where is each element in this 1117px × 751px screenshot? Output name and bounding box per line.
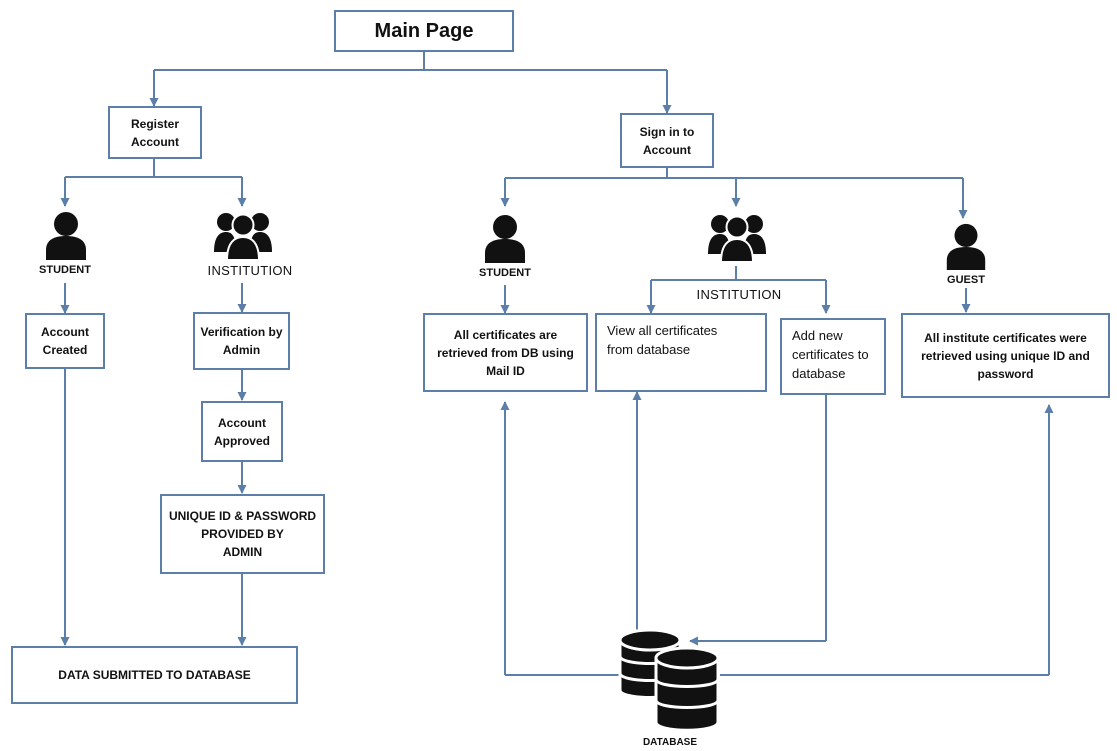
view-certificates-node: View all certificates from database [595, 313, 767, 392]
guest-certificates-node: All institute certificates were retrieve… [901, 313, 1110, 398]
institution-right-group-icon [708, 215, 766, 262]
account-approved-node: Account Approved [201, 401, 283, 462]
student-left-person-icon [46, 212, 86, 260]
guest-label: GUEST [947, 274, 985, 286]
institution-right-label: INSTITUTION [696, 287, 782, 302]
institution-left-label: INSTITUTION [207, 263, 293, 278]
add-certificates-node: Add new certificates to database [780, 318, 886, 395]
main-page-node: Main Page [334, 10, 514, 52]
verification-node: Verification by Admin [193, 312, 290, 370]
database-label: DATABASE [642, 737, 698, 748]
institution-left-group-icon [214, 213, 272, 260]
unique-id-node: UNIQUE ID & PASSWORD PROVIDED BY ADMIN [160, 494, 325, 574]
database-icon [618, 628, 720, 732]
sign-in-node: Sign in to Account [620, 113, 714, 168]
data-submitted-node: DATA SUBMITTED TO DATABASE [11, 646, 298, 704]
student-left-label: STUDENT [39, 264, 91, 276]
student-certificates-node: All certificates are retrieved from DB u… [423, 313, 588, 392]
student-right-label: STUDENT [479, 267, 531, 279]
register-account-node: Register Account [108, 106, 202, 159]
guest-person-icon [946, 223, 986, 270]
student-right-person-icon [485, 215, 525, 263]
account-created-node: Account Created [25, 313, 105, 369]
